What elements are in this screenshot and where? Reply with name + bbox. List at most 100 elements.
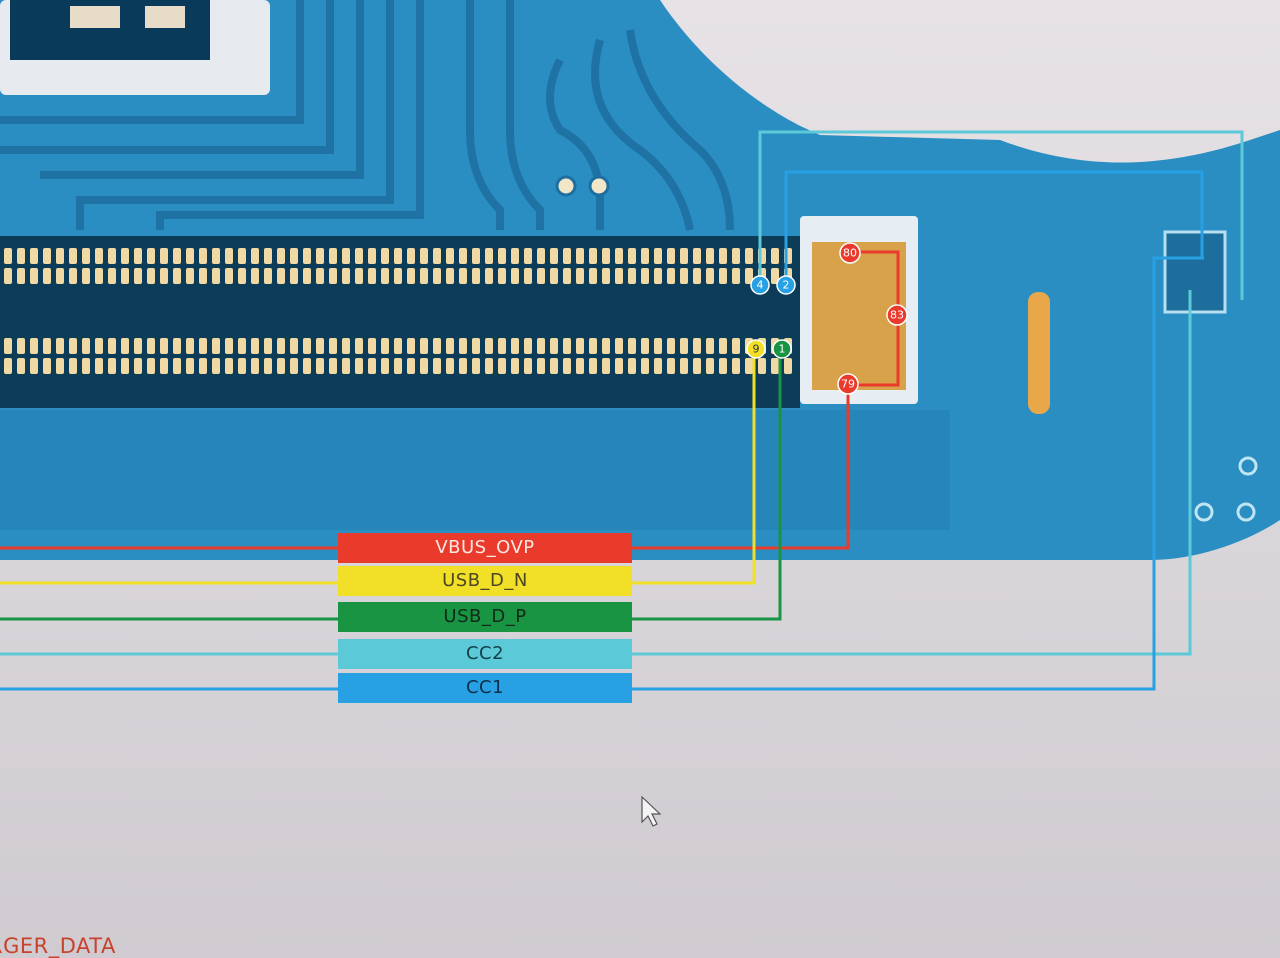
usb-d-p-wire [0,350,782,621]
connector-pad [186,358,194,374]
pin-marker-dp: 1 [772,339,792,359]
connector-pad [719,248,727,264]
pin-label-dn: 9 [753,343,760,356]
connector-pad [537,268,545,284]
pin-marker-cc1: 4 [750,275,770,295]
side-component [1163,230,1227,314]
connector-pad [550,268,558,284]
connector-pad [225,338,233,354]
connector-pad [511,268,519,284]
side-component [1028,292,1050,414]
connector-pad [706,248,714,264]
connector-pad [95,338,103,354]
connector-pad [82,338,90,354]
connector-pad [680,338,688,354]
connector-pad [95,268,103,284]
connector-pad [628,268,636,284]
connector-pad [186,268,194,284]
connector-pad [303,248,311,264]
connector-pad [173,268,181,284]
connector-pad [277,358,285,374]
bottom-net-label: RGER_DATA [0,934,116,958]
pin-label-cc1: 4 [757,279,764,292]
connector-pad [199,268,207,284]
connector-pad [524,268,532,284]
connector-pad [706,358,714,374]
connector-pad [654,338,662,354]
connector-pad [563,268,571,284]
connector-pad [147,248,155,264]
connector-pad [576,338,584,354]
connector-pad [225,248,233,264]
connector-pad [472,268,480,284]
connector-pad [264,248,272,264]
connector-pad [576,268,584,284]
connector-pad [290,358,298,374]
connector-pad [121,248,129,264]
connector-pad [550,358,558,374]
connector-pad [290,268,298,284]
connector-pad [420,338,428,354]
connector-pad [394,268,402,284]
net-label-vbus-ovp: VBUS_OVP [338,533,632,563]
connector-pad [251,268,259,284]
connector-pad [680,358,688,374]
connector-pad [199,338,207,354]
connector-pad [4,338,12,354]
connector-pad [537,338,545,354]
pin-label-vbus-right: 83 [890,309,904,322]
connector-pad [498,358,506,374]
connector-pad [589,358,597,374]
connector-pad [160,248,168,264]
connector-pad [277,338,285,354]
connector-pad [56,358,64,374]
connector-pad [238,248,246,264]
connector-pad [212,338,220,354]
board-connector-body [0,236,800,408]
connector-pad [693,248,701,264]
connector-pad [732,338,740,354]
connector-pad [147,338,155,354]
connector-pad [43,338,51,354]
connector-pad [758,358,766,374]
connector-pad [615,358,623,374]
connector-pad [303,268,311,284]
connector-pad [732,268,740,284]
connector-pad [615,268,623,284]
connector-pad [69,248,77,264]
pin-marker-vbus-right: 83 [886,304,908,326]
connector-pad [277,248,285,264]
connector-pad [394,248,402,264]
connector-pad [667,358,675,374]
connector-pad [654,248,662,264]
connector-pad [160,358,168,374]
connector-pad [394,358,402,374]
connector-pad [147,268,155,284]
connector-pad [589,338,597,354]
connector-pad [355,248,363,264]
connector-pad [381,268,389,284]
connector-pad [355,358,363,374]
connector-pad [745,358,753,374]
connector-pad-rows [4,248,792,374]
connector-pad [17,268,25,284]
connector-pad [199,358,207,374]
connector-pad [238,358,246,374]
connector-pad [43,358,51,374]
pin-marker-vbus-bottom: 79 [837,373,859,395]
connector-pad [719,358,727,374]
connector-pad [212,358,220,374]
connector-pad [329,268,337,284]
connector-pad [173,338,181,354]
connector-pad [108,268,116,284]
connector-pad [472,338,480,354]
pin-marker-dn: 9 [746,339,766,359]
connector-pad [667,268,675,284]
connector-pad [719,338,727,354]
connector-pad [121,338,129,354]
connector-pad [30,358,38,374]
connector-pad [446,268,454,284]
connector-pad [680,248,688,264]
connector-pad [368,268,376,284]
